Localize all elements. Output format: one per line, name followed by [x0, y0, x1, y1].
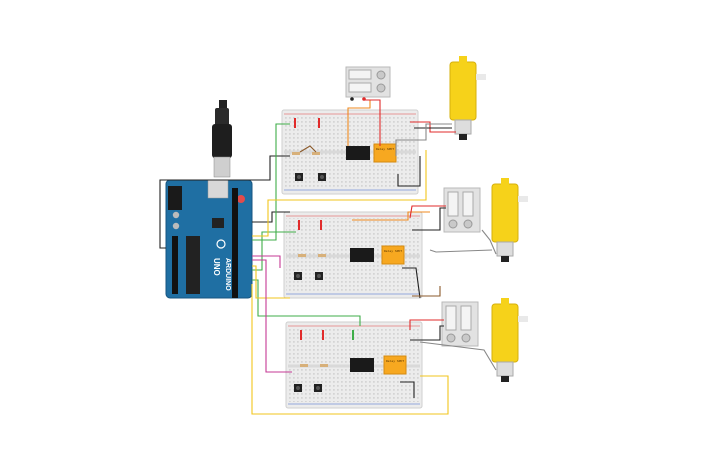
resistor-3a: [300, 364, 308, 367]
relay-ic-3[interactable]: Relay SPDT: [350, 355, 407, 375]
capacitor-icon: [172, 211, 180, 219]
power-supply-3[interactable]: [441, 301, 479, 347]
arduino-wordmark: ARDUINO: [224, 258, 231, 291]
arduino-uno-board[interactable]: ARDUINO UNO: [165, 179, 253, 299]
resistor-3b: [320, 364, 328, 367]
dc-motor-3[interactable]: [491, 298, 528, 382]
rail-jumpers: [294, 118, 354, 340]
push-button-1a[interactable]: [295, 173, 303, 181]
atmega-chip: [186, 236, 200, 294]
relay-label-2: Relay SPDT: [384, 249, 402, 253]
resistor-1b: [312, 152, 320, 155]
reset-button[interactable]: [237, 195, 245, 203]
power-header[interactable]: [172, 236, 178, 294]
dc-motor-1[interactable]: [449, 56, 486, 140]
power-supply-2[interactable]: [443, 187, 481, 233]
arduino-logo-icon: [216, 239, 226, 249]
wires[interactable]: [159, 99, 497, 415]
push-button-3a[interactable]: [294, 384, 302, 392]
resistor-2a: [298, 254, 306, 257]
relay-label-3: Relay SPDT: [386, 359, 404, 363]
usb-cable[interactable]: [212, 100, 232, 178]
power-supply-top[interactable]: [345, 66, 391, 101]
resistor-1a: [292, 152, 300, 155]
dc-motor-2[interactable]: [491, 178, 528, 262]
push-button-1b[interactable]: [318, 173, 326, 181]
digital-header[interactable]: [232, 188, 238, 298]
relay-ic-2[interactable]: Relay SPDT: [350, 245, 405, 265]
push-button-2a[interactable]: [294, 272, 302, 280]
push-button-2b[interactable]: [315, 272, 323, 280]
arduino-brand: UNO: [212, 258, 221, 276]
relay-label-1: Relay SPDT: [376, 147, 394, 151]
resistor-2b: [318, 254, 326, 257]
push-button-3b[interactable]: [314, 384, 322, 392]
